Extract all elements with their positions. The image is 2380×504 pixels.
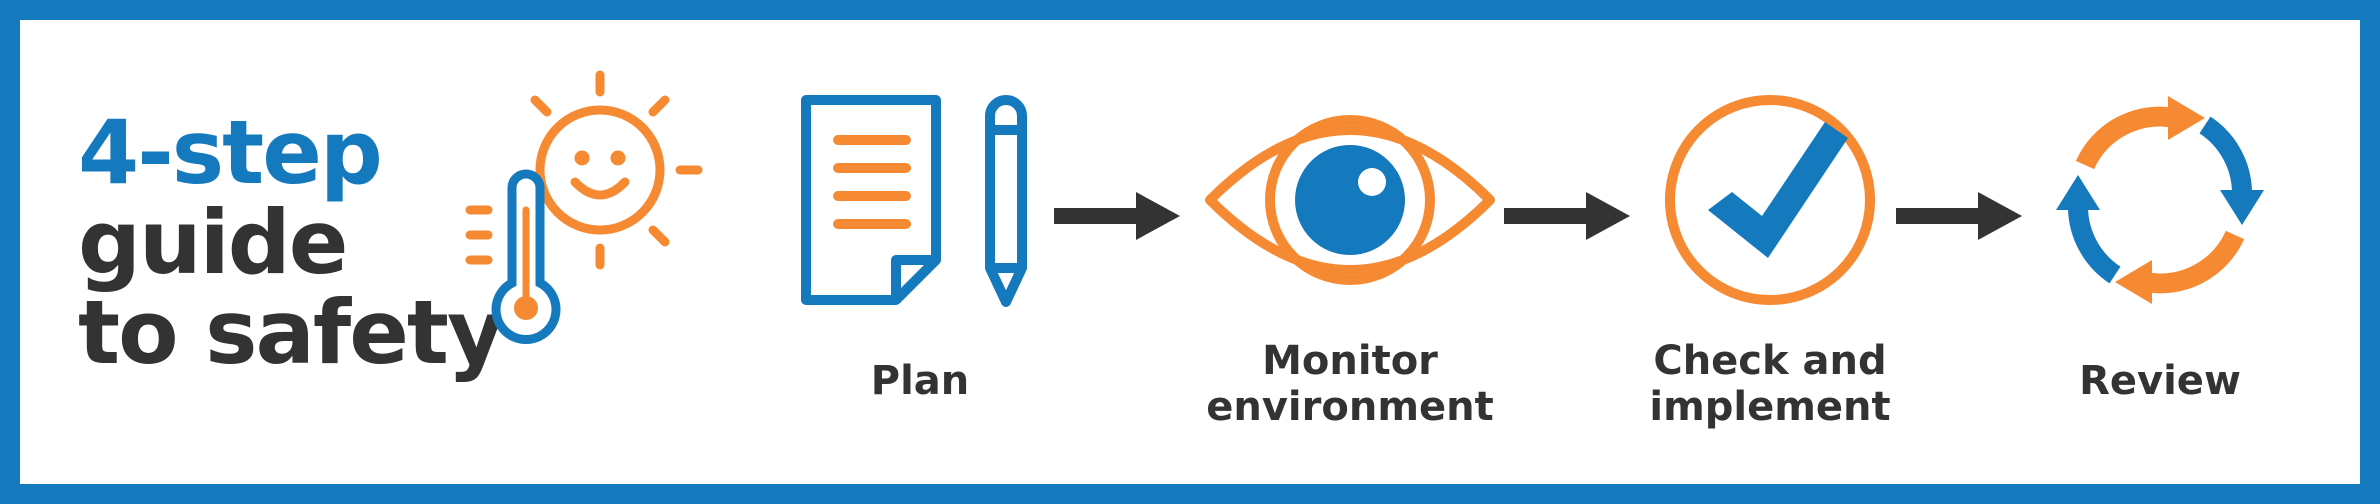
title: 4-step guide to safety bbox=[78, 101, 504, 384]
title-line-3: to safety bbox=[78, 281, 504, 384]
arrow-right-icon bbox=[1896, 192, 2022, 240]
arrow-right-icon bbox=[1054, 192, 1180, 240]
step-label-plan: Plan bbox=[870, 358, 970, 404]
title-line-1: 4-step bbox=[78, 101, 383, 204]
step-label-check: Check and implement bbox=[1649, 338, 1891, 430]
eye-icon bbox=[1205, 115, 1495, 285]
title-line-2: guide bbox=[78, 191, 348, 294]
checkmark-circle-icon bbox=[1665, 95, 1875, 305]
sun-thermometer-icon bbox=[465, 70, 703, 344]
infographic-frame: 4-step guide to safety bbox=[20, 20, 2360, 484]
cycle-arrows-icon bbox=[2056, 96, 2264, 304]
step-label-review: Review bbox=[2079, 358, 2241, 404]
step-label-monitor: Monitor environment bbox=[1206, 338, 1494, 430]
document-pencil-icon bbox=[801, 95, 1027, 307]
arrow-right-icon bbox=[1504, 192, 1630, 240]
